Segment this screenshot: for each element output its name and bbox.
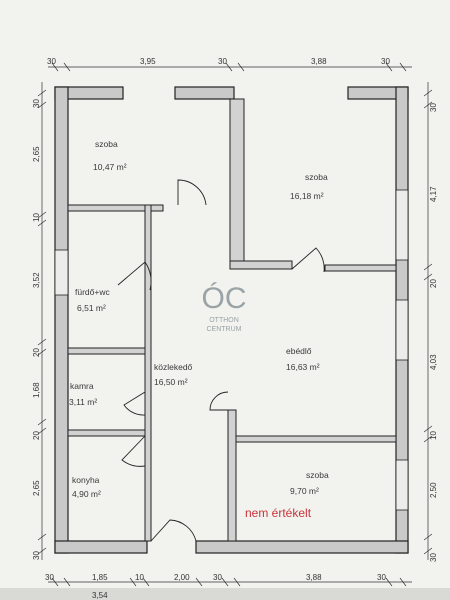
dimension-total-label: 3,54 bbox=[92, 591, 108, 600]
watermark-line2: CENTRUM bbox=[207, 326, 242, 333]
dimension-label: 30 bbox=[218, 57, 227, 66]
dimension-label: 30 bbox=[377, 573, 386, 582]
room-area: 16,50 m² bbox=[154, 377, 188, 387]
room-name: fürdő+wc bbox=[75, 287, 110, 297]
room-area: 3,11 m² bbox=[69, 397, 97, 407]
door-arc-entrance bbox=[150, 519, 197, 542]
door-arc-furdo bbox=[117, 261, 152, 291]
room-area: 9,70 m² bbox=[290, 486, 319, 496]
dimension-label: 2,00 bbox=[174, 573, 190, 582]
right-dimensions: 30 4,17 20 4,03 10 2,50 30 bbox=[429, 103, 438, 562]
outer-walls bbox=[54, 86, 409, 554]
room-area: 4,90 m² bbox=[72, 489, 101, 499]
dimension-label: 20 bbox=[32, 348, 41, 357]
dimension-label: 2,65 bbox=[32, 146, 41, 162]
dimension-label: 30 bbox=[213, 573, 222, 582]
room-name: szoba bbox=[305, 172, 328, 182]
dimension-label: 30 bbox=[381, 57, 390, 66]
room-area: 6,51 m² bbox=[77, 303, 106, 313]
door-arc-kamra bbox=[123, 391, 146, 416]
dimension-label: 30 bbox=[47, 57, 56, 66]
dimension-label: 3,88 bbox=[306, 573, 322, 582]
dimension-label: 1,85 bbox=[92, 573, 108, 582]
dimension-label: 4,03 bbox=[429, 354, 438, 370]
paper-bottom-strip bbox=[0, 588, 450, 600]
room-name: kamra bbox=[70, 381, 94, 391]
dimension-label: 3,52 bbox=[32, 272, 41, 288]
dimension-label: 30 bbox=[429, 103, 438, 112]
room-name: szoba bbox=[306, 470, 329, 480]
dimension-label: 1,68 bbox=[32, 382, 41, 398]
room-area: 10,47 m² bbox=[93, 162, 127, 172]
room-name: szoba bbox=[95, 139, 118, 149]
room-name: közlekedő bbox=[154, 362, 193, 372]
interior-walls bbox=[67, 98, 397, 542]
dimension-lines bbox=[37, 62, 433, 587]
dimension-label: 2,65 bbox=[32, 480, 41, 496]
dimension-label: 20 bbox=[429, 279, 438, 288]
windows bbox=[54, 189, 409, 511]
dimension-label: 3,95 bbox=[140, 57, 156, 66]
dimension-label: 2,50 bbox=[429, 482, 438, 498]
room-name: ebédlő bbox=[286, 346, 312, 356]
bottom-dimensions: 30 1,85 10 2,00 30 3,88 30 3,54 bbox=[45, 573, 386, 600]
room-labels: szoba 10,47 m² szoba 16,18 m² fürdő+wc 6… bbox=[69, 139, 329, 499]
doors bbox=[117, 179, 325, 542]
left-dimensions: 30 2,65 10 3,52 20 1,68 20 2,65 30 bbox=[32, 99, 41, 560]
dimension-label: 3,88 bbox=[311, 57, 327, 66]
dimension-label: 20 bbox=[32, 431, 41, 440]
door-arc-konyha bbox=[121, 435, 146, 467]
otthon-centrum-watermark: ÓC OTTHON CENTRUM bbox=[202, 282, 247, 333]
watermark-line1: OTTHON bbox=[209, 317, 239, 324]
room-area: 16,63 m² bbox=[286, 362, 320, 372]
room-name: konyha bbox=[72, 475, 100, 485]
top-dimensions: 30 3,95 30 3,88 30 bbox=[47, 57, 390, 66]
door-arc-szoba1 bbox=[177, 179, 207, 206]
room-area: 16,18 m² bbox=[290, 191, 324, 201]
dimension-label: 10 bbox=[32, 213, 41, 222]
not-evaluated-stamp: nem értékelt bbox=[245, 506, 312, 520]
dimension-label: 30 bbox=[32, 551, 41, 560]
watermark-logo: ÓC bbox=[202, 282, 247, 315]
dimension-label: 30 bbox=[429, 553, 438, 562]
dimension-label: 10 bbox=[135, 573, 144, 582]
dimension-label: 30 bbox=[45, 573, 54, 582]
dimension-label: 30 bbox=[32, 99, 41, 108]
door-arc-szoba2 bbox=[291, 247, 325, 273]
dimension-label: 4,17 bbox=[429, 186, 438, 202]
door-arc-ebedlo bbox=[209, 391, 229, 411]
dimension-label: 10 bbox=[429, 431, 438, 440]
